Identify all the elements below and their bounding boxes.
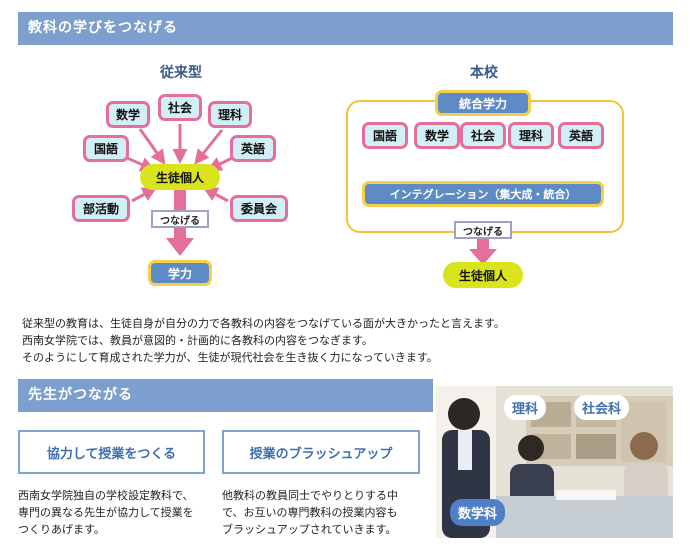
arrow-math-to-student xyxy=(138,128,166,165)
arrow-committee-to-student xyxy=(202,187,229,203)
current-frame xyxy=(346,100,624,233)
current-connect-label: つなげる xyxy=(454,221,512,239)
section-header-curriculum: 教科の学びをつなげる xyxy=(18,12,673,45)
box-text-line: 西南女学院独自の学校設定教科で、 xyxy=(18,489,194,502)
box-text-line: ブラッシュアップされていきます。 xyxy=(222,523,397,536)
box-brushup-title: 授業のブラッシュアップ xyxy=(222,430,420,474)
box-cooperate-text: 西南女学院独自の学校設定教科で、 専門の異なる先生が協力して授業を つくりあげま… xyxy=(18,487,213,538)
teachers-photo: 理科 社会科 数学科 xyxy=(436,386,673,538)
photo-label-social: 社会科 xyxy=(574,395,630,420)
description-paragraph: 従来型の教育は、生徒自身が自分の力で各教科の内容をつなげている面が大きかったと言… xyxy=(22,315,672,366)
current-subject-japanese: 国語 xyxy=(362,122,408,149)
photo-label-science: 理科 xyxy=(504,395,547,420)
legacy-committee: 委員会 xyxy=(230,195,288,222)
box-cooperate-title: 協力して授業をつくる xyxy=(18,430,205,474)
legacy-subject-science: 理科 xyxy=(208,101,252,128)
current-subject-math: 数学 xyxy=(414,122,460,149)
current-student: 生徒個人 xyxy=(443,262,523,288)
current-subject-social: 社会 xyxy=(460,122,506,149)
box-text-line: 他教科の教員同士でやりとりする中 xyxy=(222,489,398,502)
legacy-student: 生徒個人 xyxy=(140,164,220,190)
legacy-subject-english: 英語 xyxy=(230,135,276,162)
current-subject-science: 理科 xyxy=(508,122,554,149)
legacy-club: 部活動 xyxy=(72,195,130,222)
arrow-club-to-student xyxy=(131,187,158,203)
paragraph-line: 従来型の教育は、生徒自身が自分の力で各教科の内容をつなげている面が大きかったと言… xyxy=(22,317,505,330)
legacy-subject-japanese: 国語 xyxy=(83,135,129,162)
legacy-subject-social: 社会 xyxy=(158,94,202,121)
legacy-connect-label: つなげる xyxy=(151,210,209,228)
arrow-current-down-head xyxy=(469,249,497,265)
current-subject-english: 英語 xyxy=(558,122,604,149)
paragraph-line: そのようにして育成された学力が、生徒が現代社会を生き抜く力になっていきます。 xyxy=(22,351,438,364)
box-text-line: 専門の異なる先生が協力して授業を xyxy=(18,506,194,519)
box-text-line: で、お互いの専門教科の授業内容も xyxy=(222,506,398,519)
legacy-subject-math: 数学 xyxy=(106,101,150,128)
current-integration: インテグレーション（集大成・統合） xyxy=(362,181,604,207)
section-header-teachers: 先生がつながる xyxy=(18,379,433,412)
current-integrated-academic: 統合学力 xyxy=(435,90,531,116)
current-title: 本校 xyxy=(470,65,498,81)
arrow-legacy-down-head xyxy=(166,238,194,256)
legacy-result-academic: 学力 xyxy=(148,260,212,286)
arrow-science-to-student xyxy=(194,129,224,165)
legacy-title: 従来型 xyxy=(160,65,202,81)
paragraph-line: 西南女学院では、教員が意図的・計画的に各教科の内容をつなぎます。 xyxy=(22,334,373,347)
box-text-line: つくりあげます。 xyxy=(18,523,105,536)
photo-label-math: 数学科 xyxy=(450,499,506,526)
box-brushup-text: 他教科の教員同士でやりとりする中 で、お互いの専門教科の授業内容も ブラッシュア… xyxy=(222,487,422,538)
